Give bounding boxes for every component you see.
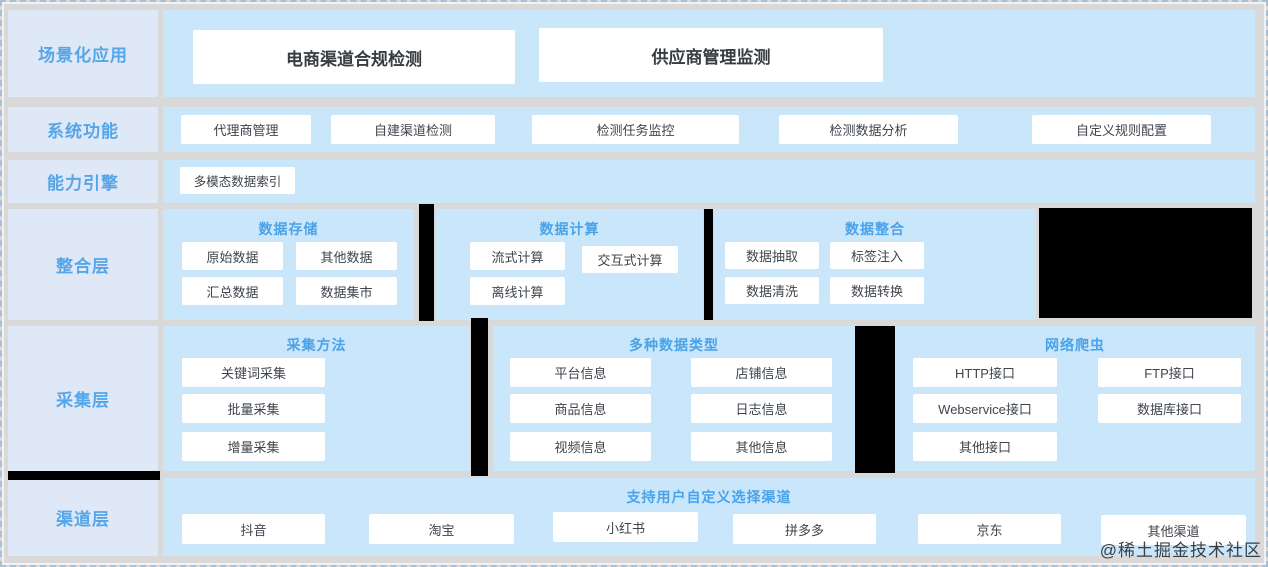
interface-box: 数据库接口 [1098,394,1241,423]
function-box: 检测任务监控 [532,115,739,144]
sidebar-item-channel-layer: 渠道层 [8,478,158,556]
interface-box: Webservice接口 [913,394,1057,423]
storage-box: 汇总数据 [182,277,283,305]
interface-box: FTP接口 [1098,358,1241,387]
sidebar-item-capability-engine: 能力引擎 [8,160,158,203]
layer-label: 采集层 [56,391,110,410]
group-title: 网络爬虫 [1045,337,1105,353]
group-title: 采集方法 [286,337,347,353]
storage-box: 其他数据 [296,242,397,270]
group-title: 数据整合 [845,221,905,237]
computing-box: 流式计算 [470,242,565,270]
group-data-storage: 数据存储 原始数据 其他数据 汇总数据 数据集市 [163,209,414,320]
capability-box: 多模态数据索引 [180,167,295,194]
channel-box: 淘宝 [369,514,514,544]
redaction-block [704,209,713,320]
channel-box: 其他渠道 [1101,515,1246,545]
function-box: 自建渠道检测 [331,115,495,144]
channel-box: 拼多多 [733,514,876,544]
group-title: 数据计算 [539,221,600,237]
watermark: @稀土掘金技术社区 [1099,541,1262,560]
computing-box: 交互式计算 [582,246,678,273]
group-title: 数据存储 [258,221,319,237]
group-data-integration: 数据整合 数据抽取 标签注入 数据清洗 数据转换 [714,209,1036,320]
row-channels: 支持用户自定义选择渠道 抖音 淘宝 小红书 拼多多 京东 其他渠道 [163,478,1255,556]
sidebar-item-scenario-apps: 场景化应用 [8,10,158,97]
integration-box: 数据转换 [830,277,924,304]
integration-box: 标签注入 [830,242,924,269]
layer-label: 渠道层 [56,509,110,529]
layer-label: 能力引擎 [47,174,119,193]
datatype-box: 其他信息 [691,432,832,461]
method-box: 批量采集 [182,394,325,423]
channel-box: 抖音 [182,514,325,544]
interface-box: 其他接口 [913,432,1057,461]
group-data-computing: 数据计算 流式计算 交互式计算 离线计算 [436,209,703,320]
storage-box: 原始数据 [182,242,283,270]
integration-box: 数据抽取 [725,242,819,269]
redaction-block [8,471,160,480]
sidebar-item-integration-layer: 整合层 [8,209,158,320]
redaction-block [855,326,895,473]
method-box: 增量采集 [182,432,325,461]
scenario-box: 供应商管理监测 [539,28,883,82]
redaction-block [419,204,434,321]
function-box: 代理商管理 [181,115,311,144]
row-capability-engine: 多模态数据索引 [163,160,1255,203]
group-title: 多种数据类型 [629,337,719,353]
datatype-box: 商品信息 [510,394,651,423]
channel-box: 京东 [918,514,1061,544]
integration-box: 数据清洗 [725,277,819,304]
layer-label: 系统功能 [47,122,119,141]
layer-label: 场景化应用 [38,46,128,65]
datatype-box: 视频信息 [510,432,651,461]
function-box: 检测数据分析 [779,115,958,144]
scenario-box: 电商渠道合规检测 [193,30,515,84]
group-collection-methods: 采集方法 关键词采集 批量采集 增量采集 [163,326,470,471]
redaction-block [1039,208,1252,318]
function-box: 自定义规则配置 [1032,115,1211,144]
redaction-block [471,318,488,476]
sidebar-item-collection-layer: 采集层 [8,326,158,471]
row-scenario-apps: 电商渠道合规检测 供应商管理监测 [163,10,1255,97]
channel-title: 支持用户自定义选择渠道 [626,489,792,505]
datatype-box: 平台信息 [510,358,651,387]
row-system-functions: 代理商管理 自建渠道检测 检测任务监控 检测数据分析 自定义规则配置 [163,107,1255,152]
storage-box: 数据集市 [296,277,397,305]
computing-box: 离线计算 [470,277,565,305]
group-web-crawler: 网络爬虫 HTTP接口 FTP接口 Webservice接口 数据库接口 其他接… [895,326,1255,471]
sidebar-item-system-functions: 系统功能 [8,107,158,152]
datatype-box: 店铺信息 [691,358,832,387]
datatype-box: 日志信息 [691,394,832,423]
group-data-types: 多种数据类型 平台信息 店铺信息 商品信息 日志信息 视频信息 其他信息 [493,326,855,471]
interface-box: HTTP接口 [913,358,1057,387]
layer-label: 整合层 [56,257,110,276]
channel-box: 小红书 [553,512,698,542]
method-box: 关键词采集 [182,358,325,387]
